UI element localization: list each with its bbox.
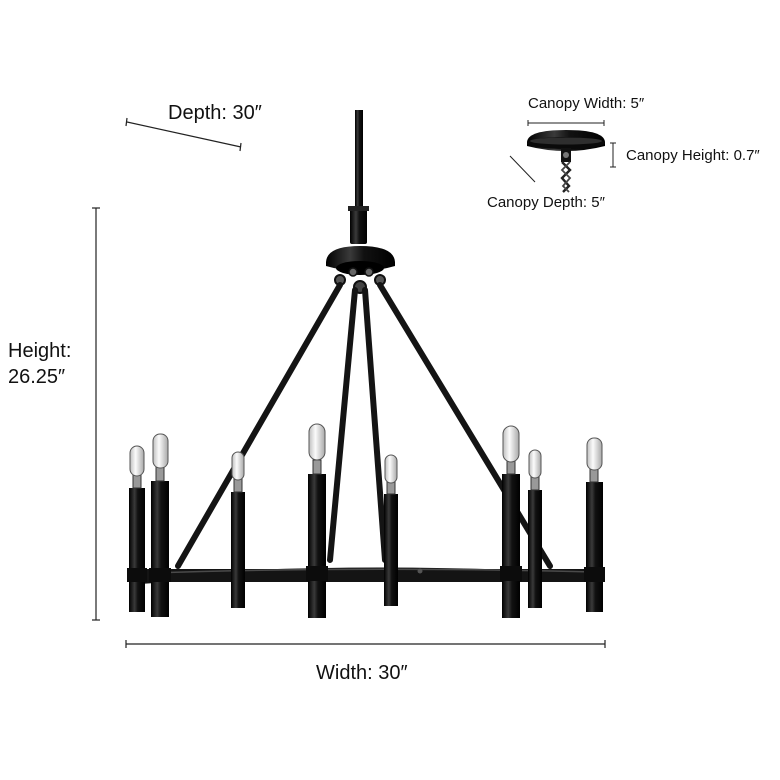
- dimension-line-width: [125, 640, 606, 648]
- depth-label: Depth: 30″: [168, 102, 262, 124]
- canopy-depth-label: Canopy Depth: 5″: [487, 194, 605, 211]
- canopy-height-label: Canopy Height: 0.7″: [626, 147, 760, 164]
- width-label: Width: 30″: [316, 662, 408, 684]
- canopy-width-label: Canopy Width: 5″: [528, 95, 645, 112]
- dimension-line-canopy-height: [610, 142, 616, 168]
- dimension-line-depth: [125, 117, 242, 152]
- height-label-line1: Height:: [8, 340, 72, 362]
- height-label-line2: 26.25″: [8, 366, 66, 388]
- dimension-line-canopy-depth: [509, 155, 536, 183]
- dimension-line-height: [92, 207, 100, 621]
- dimension-line-canopy-width: [527, 120, 605, 126]
- canopy-illustration: [527, 130, 605, 193]
- chandelier-illustration: [127, 110, 605, 618]
